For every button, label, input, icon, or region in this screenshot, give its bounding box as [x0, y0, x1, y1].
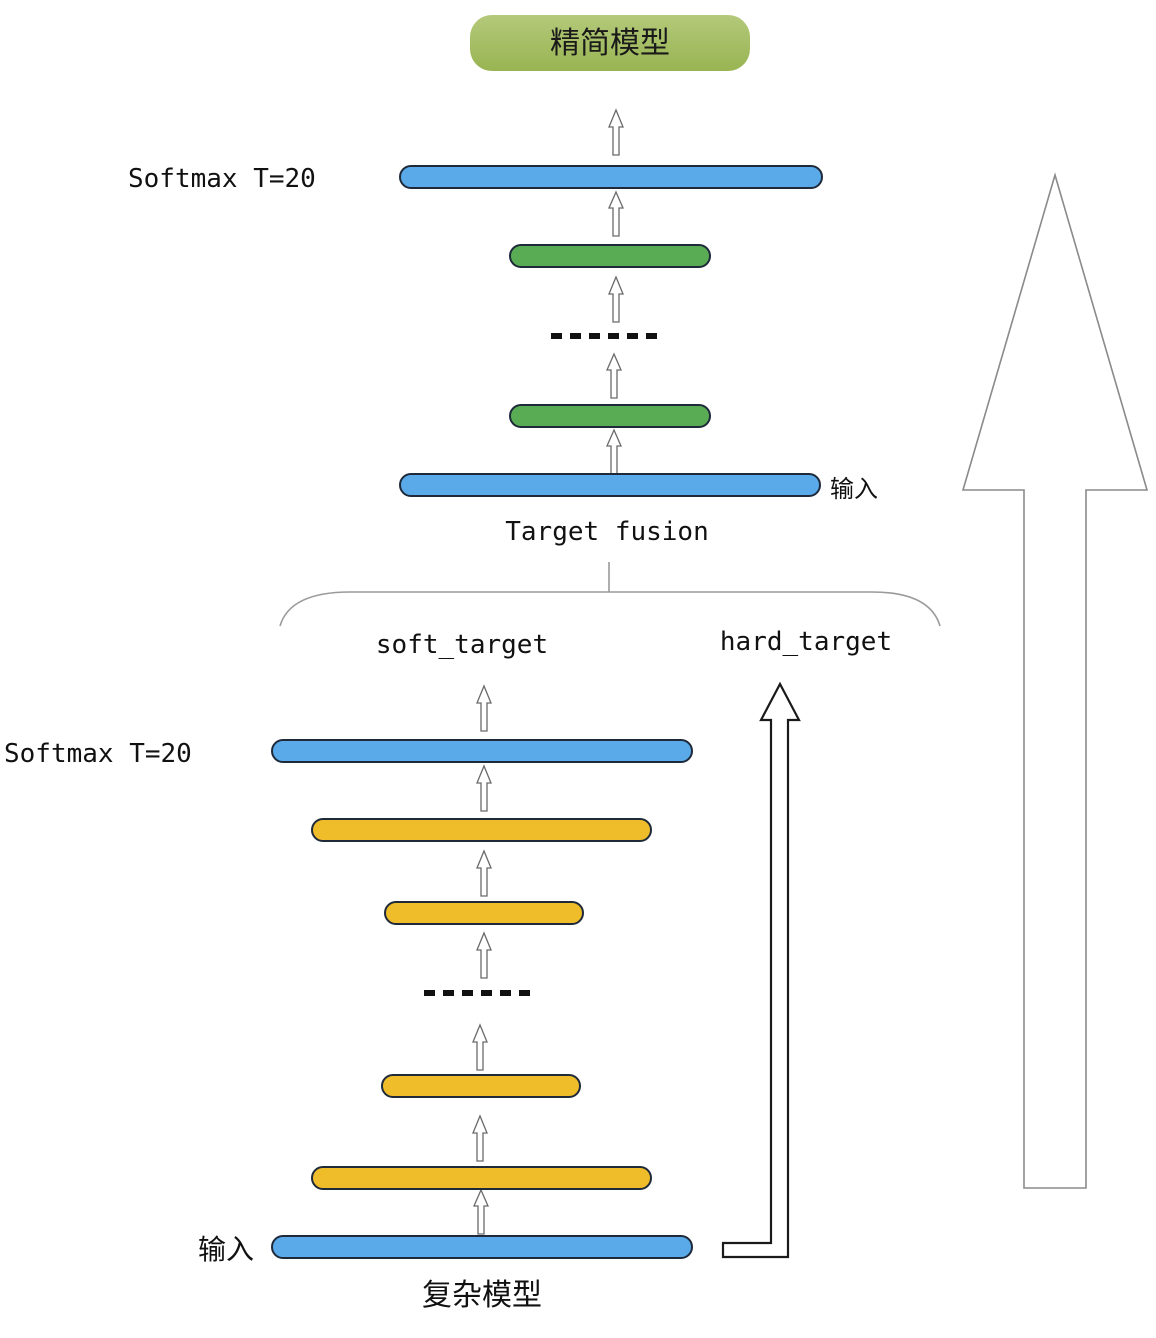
- flow-arrow-icon: [476, 684, 492, 732]
- fusion-brace: [279, 562, 941, 627]
- student-softmax-layer: [399, 165, 823, 189]
- student-input-label: 输入: [830, 475, 878, 503]
- student-flow-arrows: [606, 108, 624, 475]
- teacher-model-caption: 复杂模型: [422, 1278, 542, 1313]
- student-model-title: 精简模型: [550, 26, 670, 61]
- student-model-title-box: [470, 15, 750, 71]
- student-model: 精简模型 Softmax T=20 输入 Target fusion: [128, 15, 878, 547]
- teacher-hidden-layer: [384, 901, 584, 925]
- flow-arrow-icon: [608, 275, 624, 323]
- teacher-model: Softmax T=20 输入 复杂模型: [4, 684, 693, 1313]
- teacher-input-label: 输入: [198, 1233, 254, 1266]
- teacher-hidden-layer: [311, 818, 652, 842]
- distillation-big-arrow-icon: [961, 172, 1149, 1189]
- flow-arrow-icon: [606, 428, 622, 475]
- soft-target-label: soft_target: [376, 630, 548, 660]
- target-fusion-label: Target fusion: [505, 517, 709, 547]
- flow-arrow-icon: [608, 190, 624, 237]
- teacher-ellipsis: [424, 990, 530, 996]
- student-ellipsis: [551, 333, 657, 339]
- flow-arrow-icon: [476, 764, 492, 812]
- flow-arrow-icon: [476, 849, 492, 897]
- student-softmax-label: Softmax T=20: [128, 164, 316, 194]
- student-hidden-layer: [509, 404, 711, 428]
- flow-arrow-icon: [606, 352, 622, 399]
- teacher-input-layer: [271, 1235, 693, 1259]
- teacher-softmax-label: Softmax T=20: [4, 739, 192, 769]
- flow-arrow-icon: [472, 1023, 488, 1071]
- teacher-softmax-layer: [271, 739, 693, 763]
- hard-target-arrow-icon: [721, 681, 801, 1259]
- teacher-flow-arrows: [472, 684, 492, 1235]
- flow-arrow-icon: [608, 108, 624, 156]
- flow-arrow-icon: [476, 931, 492, 979]
- teacher-hidden-layer: [381, 1074, 581, 1098]
- flow-arrow-icon: [472, 1114, 488, 1162]
- hard-target-label: hard_target: [720, 627, 892, 657]
- teacher-hidden-layer: [311, 1166, 652, 1190]
- student-hidden-layer: [509, 244, 711, 268]
- student-input-layer: [399, 473, 821, 497]
- flow-arrow-icon: [473, 1188, 489, 1235]
